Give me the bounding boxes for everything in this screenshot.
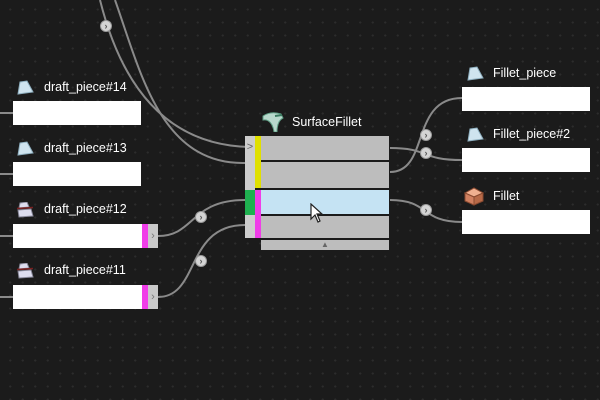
mouse-cursor-icon: [310, 203, 324, 223]
output-value-field[interactable]: [462, 87, 590, 111]
node-title: SurfaceFillet: [292, 115, 362, 129]
output-label: Fillet_piece: [493, 66, 557, 80]
row-divider: [261, 188, 389, 190]
input-value-field[interactable]: [13, 101, 141, 125]
surface-piece-icon: [17, 141, 34, 156]
input-label: draft_piece#14: [44, 80, 127, 94]
row-divider: [261, 238, 389, 240]
type-color-marker-pink: [255, 190, 261, 238]
type-color-marker-yellow: [255, 136, 261, 188]
output-value-field[interactable]: [462, 210, 590, 234]
draft-piece-icon: [16, 263, 34, 279]
surface-fillet-node[interactable]: SurfaceFillet > ▲: [245, 108, 391, 250]
input-value-field[interactable]: ›: [13, 285, 158, 309]
parameter-row[interactable]: [261, 162, 389, 188]
output-port[interactable]: ›: [148, 285, 158, 309]
wire-knob[interactable]: ›: [195, 255, 207, 267]
wire-knob[interactable]: ›: [420, 147, 432, 159]
active-port-marker: [245, 190, 255, 215]
output-label: Fillet: [493, 189, 520, 203]
solid-box-icon: [463, 187, 485, 206]
wire-knob[interactable]: ›: [420, 204, 432, 216]
parameter-row[interactable]: [261, 216, 389, 238]
type-color-marker: [142, 285, 148, 309]
surface-fillet-icon: [262, 112, 284, 132]
parameter-row[interactable]: [261, 136, 389, 160]
input-port-strip[interactable]: [245, 136, 255, 238]
surface-piece-icon: [467, 127, 484, 142]
wire-knob[interactable]: ›: [195, 211, 207, 223]
wire-knob[interactable]: ›: [420, 129, 432, 141]
row-divider: [261, 214, 389, 216]
input-label: draft_piece#11: [44, 263, 126, 277]
row-divider: [261, 160, 389, 162]
output-port[interactable]: ›: [148, 224, 158, 248]
input-label: draft_piece#12: [44, 202, 127, 216]
wire-top-2: [114, 0, 246, 165]
input-label: draft_piece#13: [44, 141, 127, 155]
output-label: Fillet_piece#2: [493, 127, 571, 141]
draft-piece-icon: [16, 202, 34, 218]
input-value-field[interactable]: [13, 162, 141, 186]
surface-piece-icon: [467, 66, 484, 81]
input-value-field[interactable]: ›: [13, 224, 158, 248]
wire-knob[interactable]: ›: [100, 20, 112, 32]
expand-node-button[interactable]: ▲: [261, 240, 389, 250]
parameter-row-selected[interactable]: [261, 190, 389, 214]
input-port-arrow[interactable]: >: [246, 141, 254, 153]
type-color-marker: [142, 224, 148, 248]
output-value-field[interactable]: [462, 148, 590, 172]
surface-piece-icon: [17, 80, 34, 95]
